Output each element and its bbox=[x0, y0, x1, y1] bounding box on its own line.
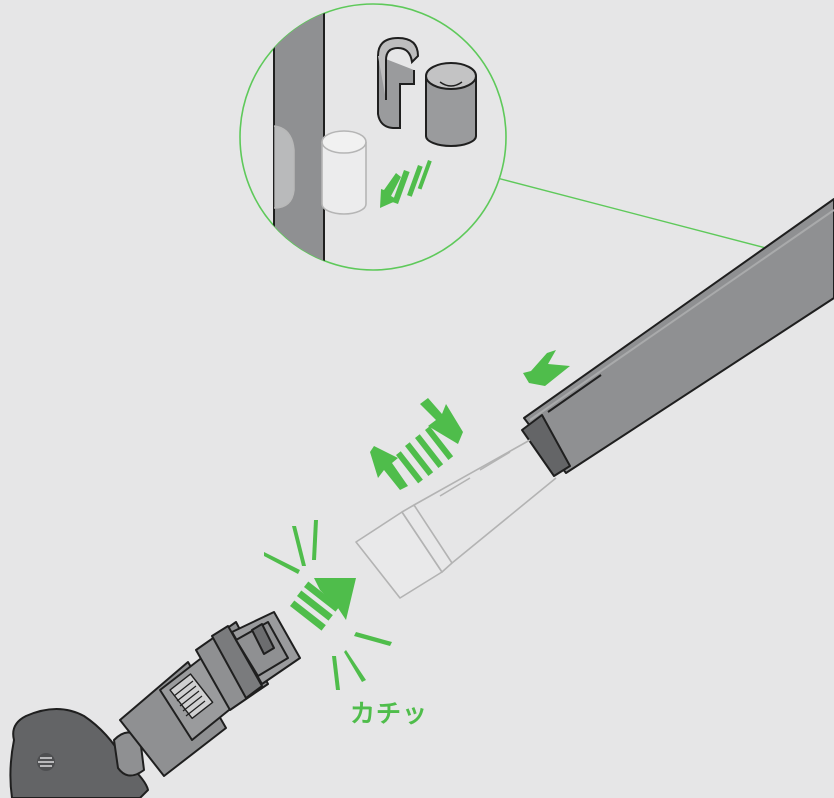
push-arrow-icon bbox=[523, 350, 570, 386]
wand-tube bbox=[521, 198, 834, 477]
ghost-extension bbox=[355, 439, 557, 599]
click-sound-label: カチッ bbox=[350, 699, 429, 728]
pipe-clip bbox=[377, 36, 477, 147]
ghost-clip-ring bbox=[321, 130, 367, 215]
insert-arrow-icon bbox=[380, 160, 432, 208]
nozzle-connector bbox=[119, 611, 301, 777]
insert-arrow-icon bbox=[290, 578, 356, 631]
floor-head bbox=[9, 708, 149, 798]
slide-arrow-icon bbox=[370, 398, 463, 490]
click-burst-icon bbox=[264, 520, 392, 690]
zoom-callout bbox=[239, 3, 786, 271]
